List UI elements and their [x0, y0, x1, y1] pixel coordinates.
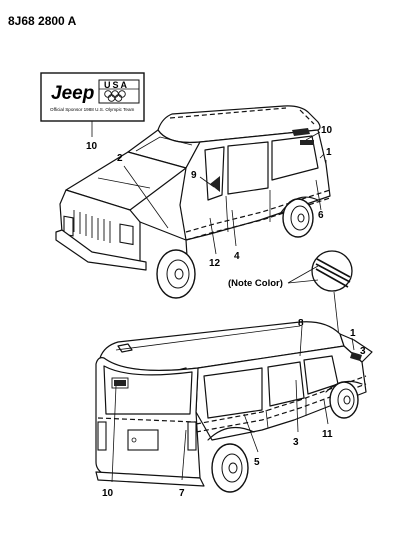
callout-4: 4 [234, 251, 240, 262]
callout-9: 9 [191, 170, 197, 181]
callout-2-top: 2 [117, 153, 123, 164]
rear-wheel-bottom-icon [211, 443, 249, 493]
note-color-detail: (Note Color) [228, 250, 353, 347]
callout-12: 12 [209, 258, 221, 269]
callout-3-front: 3 [360, 346, 366, 357]
logo-usa: USA [104, 80, 129, 90]
rear-wheel-icon [282, 198, 314, 238]
logo-sponsor-line: Official Sponsor 1988 U.S. Olympic Team [50, 107, 135, 112]
callout-10-logo: 10 [86, 141, 98, 152]
callout-5: 5 [254, 457, 260, 468]
logo-brand: Jeep [51, 83, 94, 104]
front-wheel-icon [156, 249, 196, 299]
callout-11: 11 [322, 429, 333, 440]
callout-8: 8 [298, 318, 304, 329]
olympic-rings-icon [104, 90, 126, 102]
callout-10-bottom: 10 [102, 488, 114, 499]
vehicle-front-view [55, 105, 331, 299]
callout-3: 3 [293, 437, 299, 448]
callout-7: 7 [179, 488, 185, 499]
callout-6: 6 [318, 210, 324, 221]
diagram-code: 8J68 2800 A [8, 14, 77, 28]
callout-1-bottom: 1 [350, 328, 356, 339]
callout-1-top: 1 [326, 147, 332, 158]
olympic-sponsor-decal: Jeep USA Official Sponsor 1988 U.S. Olym… [40, 72, 145, 122]
callout-10-rear-window: 10 [321, 125, 333, 136]
front-wheel-bottom-icon [329, 381, 359, 419]
note-color-label: (Note Color) [228, 278, 283, 289]
vehicle-rear-view [95, 321, 373, 493]
